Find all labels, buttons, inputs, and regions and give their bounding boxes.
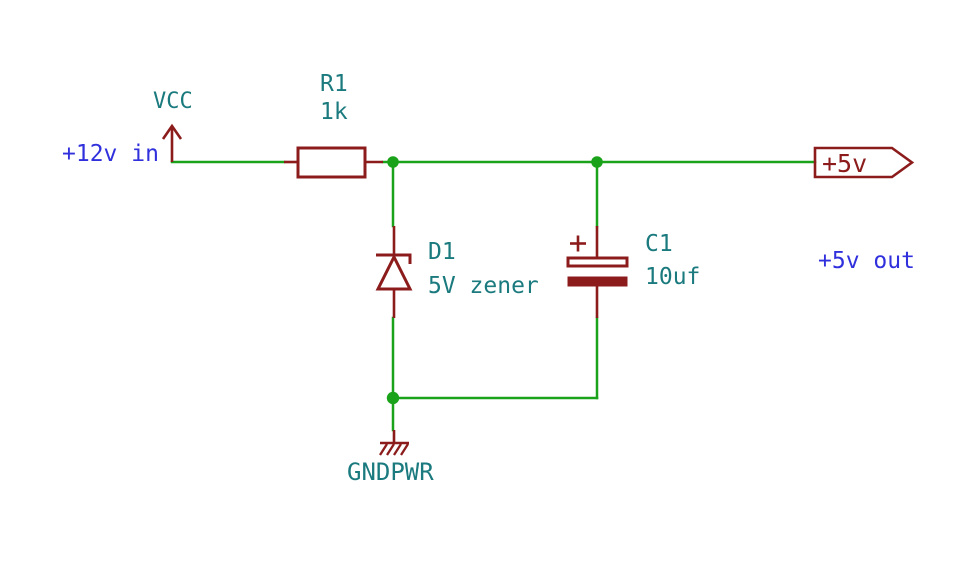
- c1-plate-bottom: [567, 276, 628, 287]
- gndpwr-symbol: [379, 430, 409, 456]
- gnd-hatch-line: [386, 443, 395, 456]
- vcc-power-symbol: [161, 123, 183, 162]
- gnd-hatch-line: [400, 443, 409, 456]
- junction-dot: [386, 391, 400, 405]
- output-flag-text: +5v: [822, 149, 868, 178]
- vcc-label: VCC: [153, 89, 193, 114]
- resistor-r1-symbol: [284, 146, 383, 179]
- gnd-hatch-line: [379, 443, 388, 456]
- zener-d1-symbol: [375, 226, 413, 318]
- d1-cathode-bar: [376, 253, 412, 264]
- c1-value: 10uf: [645, 264, 701, 290]
- input-note-label: +12v in: [62, 141, 159, 167]
- vcc-arrow-icon: [161, 123, 183, 140]
- output-note-label: +5v out: [818, 248, 915, 274]
- r1-reference: R1: [320, 71, 348, 97]
- wires: [170, 160, 817, 432]
- d1-reference: D1: [428, 239, 456, 265]
- output-flag-outline: [813, 146, 915, 179]
- c1-reference: C1: [645, 231, 673, 257]
- d1-value: 5V zener: [428, 273, 539, 299]
- d1-anode-triangle: [375, 253, 413, 291]
- capacitor-c1-symbol: [566, 226, 629, 318]
- r1-body: [296, 146, 367, 179]
- output-flag-symbol: [813, 146, 915, 179]
- gnd-hatch-icon: [379, 443, 409, 456]
- gnd-hatch-line: [393, 443, 402, 456]
- junction-dot: [387, 156, 399, 168]
- r1-value: 1k: [320, 99, 348, 125]
- junction-dot: [591, 156, 603, 168]
- gnd-label: GNDPWR: [347, 458, 434, 486]
- junction-dots: [386, 156, 603, 405]
- c1-plate-top: [566, 256, 629, 268]
- c1-plus-polarity-mark: [570, 235, 586, 252]
